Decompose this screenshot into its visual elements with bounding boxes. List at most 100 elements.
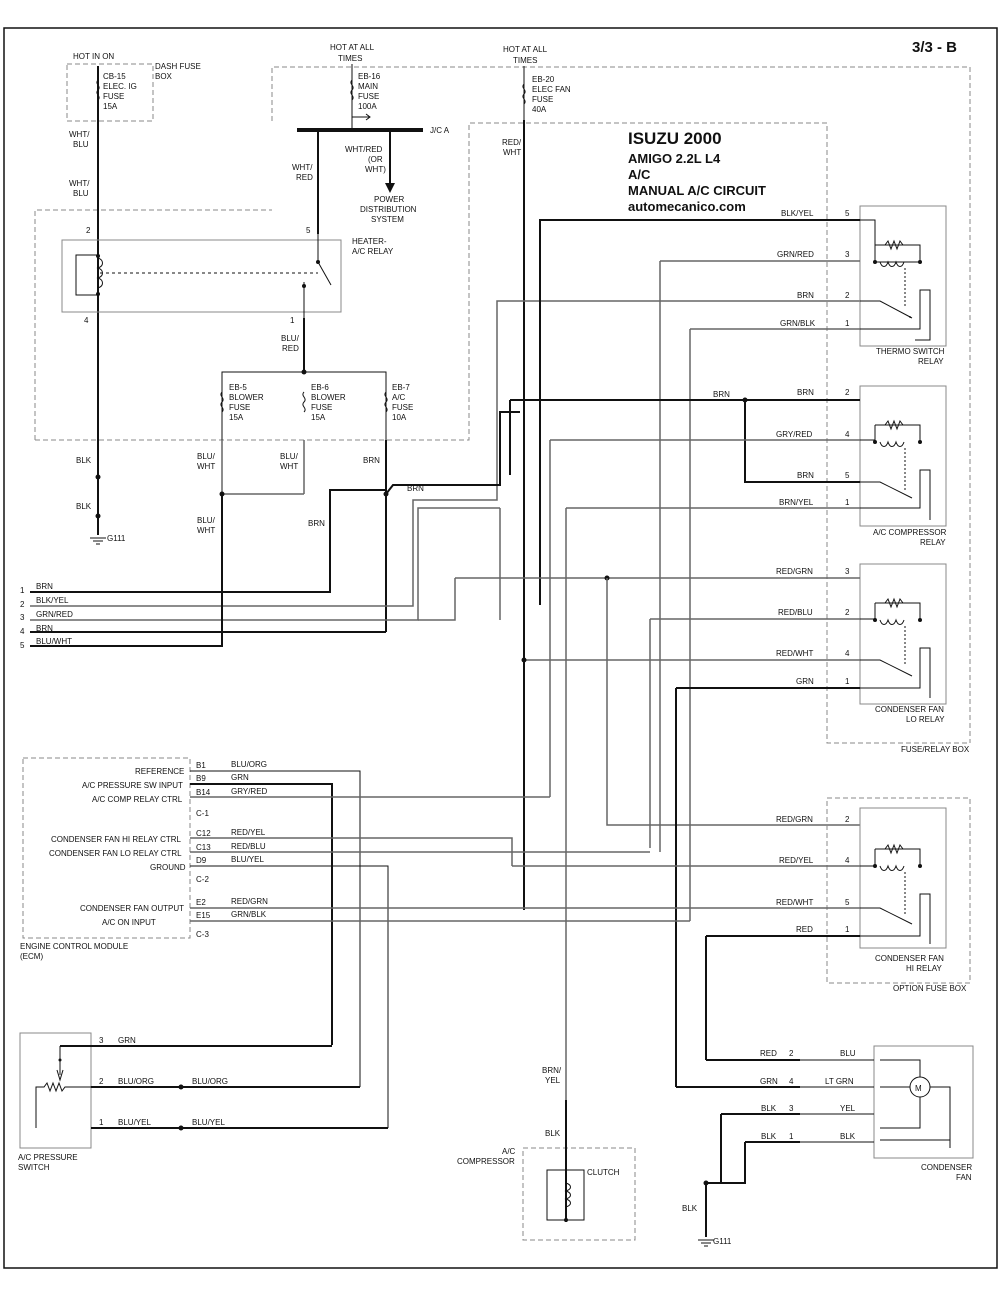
svg-text:BLU/YEL: BLU/YEL — [192, 1118, 225, 1127]
svg-text:BLU/: BLU/ — [280, 452, 299, 461]
svg-text:15A: 15A — [229, 413, 244, 422]
cb15-fuse-label: CB-15 ELEC. IG FUSE 15A — [103, 72, 137, 111]
svg-text:EB-20: EB-20 — [532, 75, 555, 84]
blu-red-label: BLU/ RED — [281, 334, 300, 353]
thermo-switch-relay — [859, 205, 947, 347]
ac-pressure-switch — [19, 1032, 92, 1149]
ground-label-g111: G111 — [107, 534, 126, 543]
svg-text:2: 2 — [845, 815, 850, 824]
svg-text:CB-15: CB-15 — [103, 72, 126, 81]
svg-text:B9: B9 — [196, 774, 206, 783]
svg-text:YEL: YEL — [545, 1076, 561, 1085]
svg-text:BLU: BLU — [73, 140, 89, 149]
svg-text:HI RELAY: HI RELAY — [906, 964, 943, 973]
svg-text:4: 4 — [845, 856, 850, 865]
svg-text:A/C RELAY: A/C RELAY — [352, 247, 394, 256]
svg-text:HOT AT ALL: HOT AT ALL — [330, 43, 375, 52]
brn-yel-label: BRN/ YEL — [542, 1066, 562, 1085]
svg-text:EB-6: EB-6 — [311, 383, 329, 392]
svg-text:A/C PRESSURE SW INPUT: A/C PRESSURE SW INPUT — [82, 781, 183, 790]
svg-text:GRN: GRN — [796, 677, 814, 686]
svg-text:BLK: BLK — [761, 1104, 777, 1113]
wht-red-label-2: WHT/ RED — [292, 163, 313, 182]
ac-compressor-box — [522, 1147, 636, 1241]
compressor-blk-label: BLK — [545, 1129, 561, 1138]
svg-text:FUSE: FUSE — [532, 95, 553, 104]
svg-text:3: 3 — [845, 250, 850, 259]
svg-text:BLU: BLU — [840, 1049, 856, 1058]
svg-text:E15: E15 — [196, 911, 211, 920]
svg-text:WHT/: WHT/ — [292, 163, 313, 172]
svg-text:2: 2 — [20, 600, 25, 609]
svg-text:BLOWER: BLOWER — [311, 393, 346, 402]
svg-text:2: 2 — [99, 1077, 104, 1086]
svg-text:FUSE: FUSE — [311, 403, 332, 412]
svg-text:GRN/BLK: GRN/BLK — [231, 910, 267, 919]
svg-text:GRN/RED: GRN/RED — [777, 250, 814, 259]
svg-text:CONDENSER FAN HI RELAY CTRL: CONDENSER FAN HI RELAY CTRL — [51, 835, 182, 844]
svg-text:RED/WHT: RED/WHT — [776, 898, 813, 907]
svg-text:TIMES: TIMES — [513, 56, 537, 65]
svg-text:C-2: C-2 — [196, 875, 209, 884]
connector-list: 1 BRN 2 BLK/YEL 3 GRN/RED 4 BRN 5 BLU/WH… — [20, 582, 73, 650]
condenser-fan — [873, 1045, 974, 1159]
svg-text:BLU/ORG: BLU/ORG — [192, 1077, 228, 1086]
brn-label-3: BRN — [407, 484, 424, 493]
svg-text:BRN: BRN — [36, 624, 53, 633]
svg-text:1: 1 — [845, 925, 850, 934]
svg-text:15A: 15A — [103, 102, 118, 111]
svg-text:COMPRESSOR: COMPRESSOR — [457, 1157, 515, 1166]
option-fuse-box — [826, 797, 971, 984]
svg-text:WHT: WHT — [197, 526, 215, 535]
svg-text:BLU/WHT: BLU/WHT — [36, 637, 72, 646]
svg-text:A/C ON INPUT: A/C ON INPUT — [102, 918, 156, 927]
relay-pin-1: 1 — [290, 316, 295, 325]
svg-text:WHT/: WHT/ — [69, 179, 90, 188]
diagram-title: ISUZU 2000 AMIGO 2.2L L4 A/C MANUAL A/C … — [628, 129, 766, 214]
svg-text:GROUND: GROUND — [150, 863, 186, 872]
svg-text:BRN: BRN — [797, 291, 814, 300]
svg-text:C-1: C-1 — [196, 809, 209, 818]
svg-text:1: 1 — [789, 1132, 794, 1141]
wht-red-label: WHT/RED (OR WHT) — [345, 145, 386, 174]
svg-text:E2: E2 — [196, 898, 206, 907]
svg-text:WHT: WHT — [503, 148, 521, 157]
svg-text:CONDENSER: CONDENSER — [921, 1163, 972, 1172]
svg-text:FUSE: FUSE — [103, 92, 124, 101]
svg-text:BLK/YEL: BLK/YEL — [36, 596, 69, 605]
svg-text:FUSE: FUSE — [229, 403, 250, 412]
svg-text:5: 5 — [845, 898, 850, 907]
svg-text:BLU/ORG: BLU/ORG — [118, 1077, 154, 1086]
svg-text:A/C: A/C — [628, 167, 651, 182]
svg-text:1: 1 — [20, 586, 25, 595]
eb5-fuse: EB-5 BLOWER FUSE 15A — [220, 383, 264, 422]
svg-text:5: 5 — [845, 209, 850, 218]
eb7-fuse: EB-7 A/C FUSE 10A — [384, 383, 413, 422]
svg-text:40A: 40A — [532, 105, 547, 114]
compressor-label: A/C COMPRESSOR — [457, 1147, 516, 1166]
svg-text:SWITCH: SWITCH — [18, 1163, 50, 1172]
svg-text:1: 1 — [99, 1118, 104, 1127]
svg-text:WHT: WHT — [197, 462, 215, 471]
svg-text:D9: D9 — [196, 856, 207, 865]
svg-text:BLU/YEL: BLU/YEL — [118, 1118, 151, 1127]
svg-text:RED: RED — [296, 173, 313, 182]
svg-text:BLU: BLU — [73, 189, 89, 198]
svg-text:DISTRIBUTION: DISTRIBUTION — [360, 205, 417, 214]
svg-text:EB-7: EB-7 — [392, 383, 410, 392]
svg-text:EB-5: EB-5 — [229, 383, 247, 392]
jca-label: J/C A — [430, 126, 450, 135]
arrow-down-icon — [385, 183, 395, 193]
svg-text:ELEC FAN: ELEC FAN — [532, 85, 571, 94]
cond-lo-relay-label: CONDENSER FAN LO RELAY — [875, 705, 945, 724]
arrow-right-icon — [352, 113, 371, 121]
brn-label-1: BRN — [363, 456, 380, 465]
svg-text:2: 2 — [845, 388, 850, 397]
svg-text:3: 3 — [789, 1104, 794, 1113]
eb16-fuse-label: EB-16 MAIN FUSE 100A — [358, 72, 381, 111]
heater-ac-relay — [61, 239, 342, 313]
